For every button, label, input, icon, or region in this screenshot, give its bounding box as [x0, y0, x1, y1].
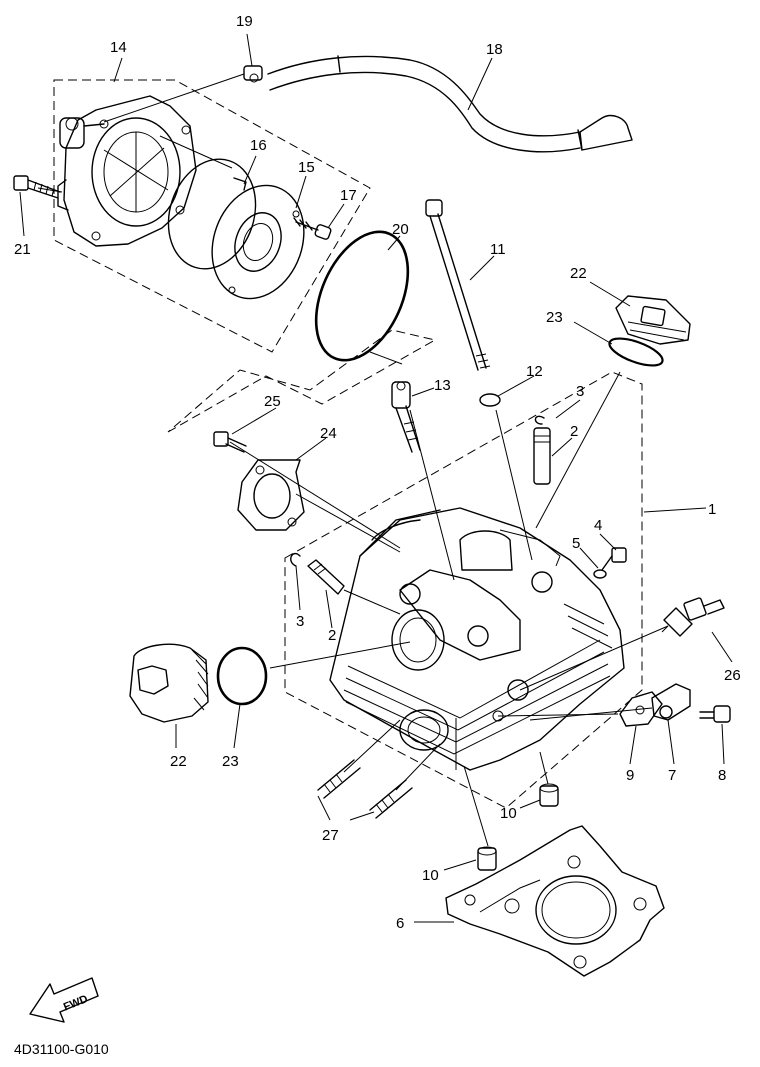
large-oring [314, 230, 410, 362]
callout-27: 27 [322, 827, 339, 844]
callout-23-top: 23 [546, 309, 563, 326]
dowel-pin-lower [477, 846, 497, 871]
callout-24: 24 [320, 425, 337, 442]
valve-guide-top [533, 427, 551, 485]
callout-3-top: 3 [576, 383, 584, 400]
callout-5: 5 [572, 535, 580, 552]
callout-4: 4 [594, 517, 602, 534]
callout-22-left: 22 [170, 753, 187, 770]
callout-21: 21 [14, 241, 31, 258]
callout-10-upper: 10 [500, 805, 517, 822]
cover-bolt [13, 175, 61, 199]
callout-18: 18 [486, 41, 503, 58]
bolt-washer [479, 393, 501, 407]
dowel-pin-upper [539, 783, 559, 807]
breather-hose [267, 55, 633, 153]
callout-3-left: 3 [296, 613, 304, 630]
callout-labels: 19 14 18 16 15 17 21 20 11 22 23 12 13 3… [14, 13, 741, 932]
callout-14: 14 [110, 39, 127, 56]
callout-25: 25 [264, 393, 281, 410]
callout-8: 8 [718, 767, 726, 784]
gasket-bolt [213, 431, 247, 453]
spark-plug [661, 597, 725, 637]
tappet-cap-oring-left [216, 646, 268, 706]
tappet-cap-left [129, 643, 209, 723]
callout-2-top: 2 [570, 423, 578, 440]
hose-clip [243, 65, 263, 83]
sensor-plate [651, 683, 691, 721]
circlip-top [534, 415, 545, 425]
callout-22-top: 22 [570, 265, 587, 282]
sensor-bolt [699, 705, 731, 723]
fwd-arrow-icon: FWD [29, 977, 99, 1023]
callout-23-left: 23 [222, 753, 239, 770]
callout-11: 11 [490, 241, 506, 258]
head-bolt [391, 381, 421, 453]
cover-housing [57, 95, 197, 247]
callout-9: 9 [626, 767, 634, 784]
callout-12: 12 [526, 363, 543, 380]
callout-7: 7 [668, 767, 676, 784]
callout-1: 1 [708, 501, 716, 518]
stud-bolts [317, 759, 413, 819]
callout-6: 6 [396, 915, 404, 932]
element-plate [211, 184, 305, 300]
callout-2-left: 2 [328, 627, 336, 644]
callout-17: 17 [340, 187, 357, 204]
long-stud-bolt [425, 199, 491, 371]
valve-guide-left [307, 559, 345, 595]
callout-26: 26 [724, 667, 741, 684]
cylinder-head-group-box [284, 371, 643, 809]
callout-13: 13 [434, 377, 451, 394]
callout-16: 16 [250, 137, 267, 154]
callout-19: 19 [236, 13, 253, 30]
small-washer [593, 569, 607, 579]
cylinder-head-gasket [445, 825, 665, 977]
callout-15: 15 [298, 159, 315, 176]
callout-10-lower: 10 [422, 867, 439, 884]
small-bolt [601, 547, 627, 571]
cover-group-box [53, 79, 371, 353]
intake-gasket [237, 459, 305, 531]
tappet-cap-oring-top [608, 337, 664, 367]
callout-20: 20 [392, 221, 409, 238]
cylinder-head [329, 507, 625, 771]
tappet-cap-top [615, 295, 691, 345]
leader-lines [19, 33, 733, 923]
cover-screw [293, 217, 332, 240]
gasket-group-box [167, 329, 437, 433]
circlip-left [290, 552, 301, 567]
diagram-code: 4D31100-G010 [14, 1041, 109, 1057]
